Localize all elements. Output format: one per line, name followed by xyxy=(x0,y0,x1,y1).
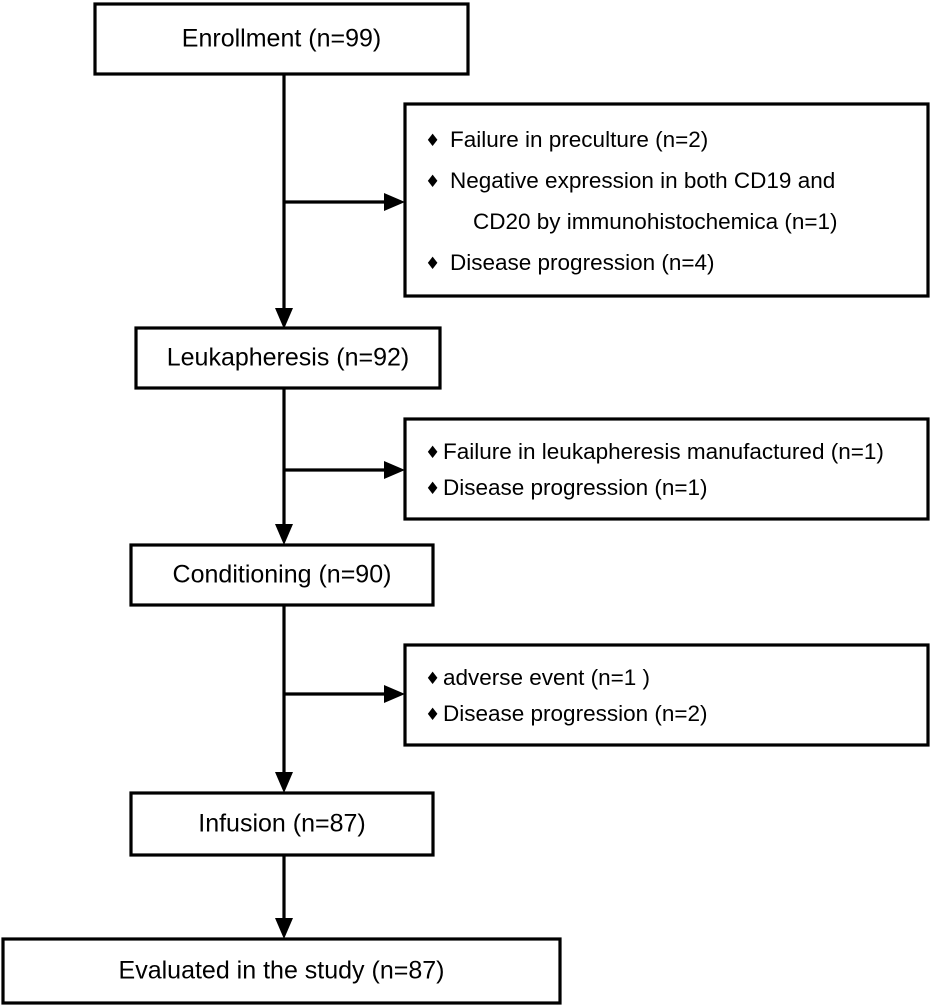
connector-conditioning-to-infusion xyxy=(275,605,293,793)
branch-arrow-1 xyxy=(284,193,405,211)
stage-node-infusion: Infusion (n=87) xyxy=(129,791,435,857)
exclusion-item-text: adverse event (n=1 ) xyxy=(443,665,650,690)
branch-arrow-2 xyxy=(284,461,405,479)
branch-arrow-3 xyxy=(284,685,405,703)
stage-label-enrollment: Enrollment (n=99) xyxy=(182,25,381,53)
exclusion-item-text-continued: CD20 by immunohistochemica (n=1) xyxy=(473,209,838,234)
stage-label-leukapheresis: Leukapheresis (n=92) xyxy=(167,344,410,372)
arrow-head-right-2 xyxy=(384,461,405,479)
bullet-diamond-icon: ♦ xyxy=(425,479,440,499)
exclusion-item-text: Failure in leukapheresis manufactured (n… xyxy=(443,439,884,464)
bullet-diamond-icon: ♦ xyxy=(425,705,440,725)
exclusion-box-2 xyxy=(403,417,930,521)
arrow-head-down-2 xyxy=(275,524,293,545)
connector-enrollment-to-leukapheresis xyxy=(275,74,293,329)
arrow-head-right-3 xyxy=(384,685,405,703)
exclusion-item-text: Negative expression in both CD19 and xyxy=(450,168,835,193)
bullet-diamond-icon: ♦ xyxy=(425,669,440,689)
stage-box-infusion xyxy=(129,791,435,857)
arrow-head-right-1 xyxy=(384,193,405,211)
exclusion-node-3: ♦ adverse event (n=1 ) ♦ Disease progres… xyxy=(403,643,930,747)
stage-box-conditioning xyxy=(129,543,435,607)
stage-node-evaluated: Evaluated in the study (n=87) xyxy=(1,937,562,1005)
stage-box-leukapheresis xyxy=(134,326,442,390)
arrow-head-down-1 xyxy=(275,308,293,329)
exclusion-item-text: Failure in preculture (n=2) xyxy=(450,127,708,152)
exclusion-node-2: ♦ Failure in leukapheresis manufactured … xyxy=(403,417,930,521)
stage-node-leukapheresis: Leukapheresis (n=92) xyxy=(134,326,442,390)
arrow-head-down-4 xyxy=(275,918,293,939)
exclusion-box-1 xyxy=(403,102,930,298)
bullet-diamond-icon: ♦ xyxy=(425,131,440,151)
bullet-diamond-icon: ♦ xyxy=(425,254,440,274)
exclusion-node-1: ♦ Failure in preculture (n=2) ♦ Negative… xyxy=(403,102,930,298)
exclusion-item-text: Disease progression (n=2) xyxy=(443,701,708,726)
exclusion-item-text: Disease progression (n=4) xyxy=(450,250,715,275)
stage-label-evaluated: Evaluated in the study (n=87) xyxy=(119,957,445,985)
bullet-diamond-icon: ♦ xyxy=(425,443,440,463)
stage-box-evaluated xyxy=(1,937,562,1005)
stage-node-conditioning: Conditioning (n=90) xyxy=(129,543,435,607)
bullet-diamond-icon: ♦ xyxy=(425,172,440,192)
stage-label-infusion: Infusion (n=87) xyxy=(198,810,365,838)
stage-node-enrollment: Enrollment (n=99) xyxy=(93,2,470,76)
connector-infusion-to-evaluated xyxy=(275,855,293,939)
stage-box-enrollment xyxy=(93,2,470,76)
exclusion-box-3 xyxy=(403,643,930,747)
connector-leukapheresis-to-conditioning xyxy=(275,388,293,545)
exclusion-item-text: Disease progression (n=1) xyxy=(443,475,708,500)
stage-label-conditioning: Conditioning (n=90) xyxy=(173,561,392,589)
arrow-head-down-3 xyxy=(275,772,293,793)
